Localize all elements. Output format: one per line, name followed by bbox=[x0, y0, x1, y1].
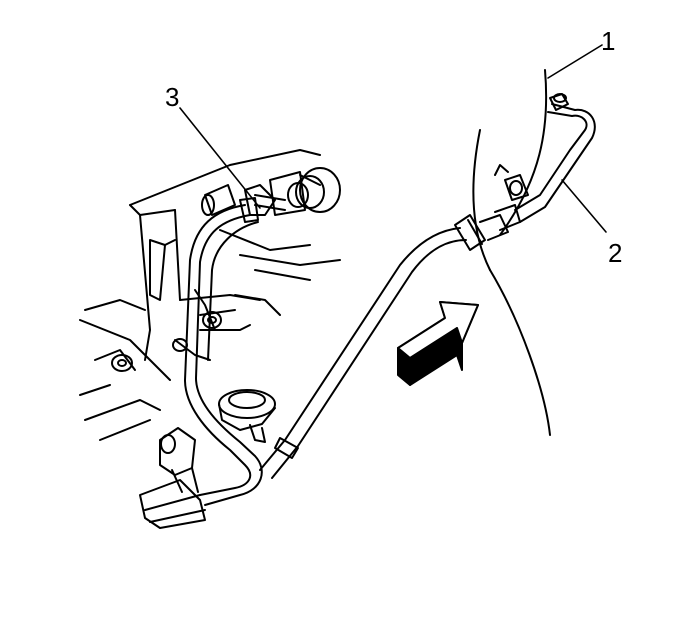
direction-arrow bbox=[398, 302, 478, 385]
reservoir-cap bbox=[219, 390, 275, 442]
cooler-pipe-assembly bbox=[495, 94, 595, 222]
fender-panel bbox=[473, 70, 550, 435]
callout-1: 1 bbox=[601, 26, 616, 56]
callout-2: 2 bbox=[608, 238, 623, 268]
hose-clamp-bracket bbox=[140, 428, 205, 528]
pump-fitting-assembly bbox=[240, 168, 340, 222]
engine-body-structure bbox=[80, 150, 340, 440]
callout-3: 3 bbox=[165, 82, 180, 112]
power-steering-hose-lines bbox=[185, 205, 520, 505]
callout-leaders bbox=[180, 45, 606, 232]
radiator-hose-stub bbox=[202, 185, 235, 215]
bolt-fittings bbox=[112, 312, 221, 371]
